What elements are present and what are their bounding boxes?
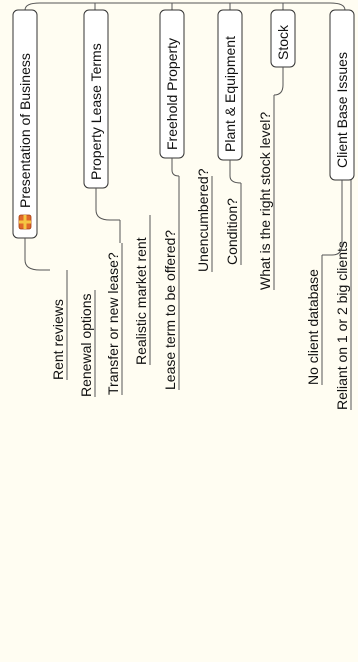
- branch-5-child-connector: [273, 67, 284, 96]
- leaf-label: Unencumbered?: [195, 168, 211, 272]
- leaf-label: Reliant on 1 or 2 big clients: [334, 241, 350, 410]
- leaf-label: Realistic market rent: [133, 237, 149, 365]
- branch-6-child-connector: [322, 180, 343, 256]
- leaf-label: Transfer or new lease?: [105, 252, 121, 395]
- topic-label-property-lease-terms: Property Lease Terms: [88, 43, 104, 180]
- leaf-realistic-market-rent[interactable]: Realistic market rent: [133, 215, 151, 365]
- topic-label-freehold-property: Freehold Property: [164, 38, 180, 150]
- leaf-label: What is the right stock level?: [257, 112, 273, 290]
- branch-freehold-property[interactable]: Freehold Property: [159, 9, 185, 177]
- leaf-label: Lease term to be offered?: [162, 230, 178, 390]
- leaf-label: No client database: [305, 269, 321, 385]
- branch-1-child-connector: [24, 238, 50, 271]
- leaf-condition[interactable]: Condition?: [224, 183, 242, 265]
- gift-box-icon: [18, 214, 32, 230]
- topic-label-presentation: Presentation of Business: [17, 53, 33, 208]
- leaf-label: Rent reviews: [50, 299, 66, 380]
- leaf-label: Renewal options: [78, 293, 94, 397]
- topic-label-client-base-issues: Client Base Issues: [334, 52, 350, 168]
- leaf-unencumbered[interactable]: Unencumbered?: [195, 168, 213, 272]
- leaf-no-client-database[interactable]: No client database: [305, 255, 323, 385]
- branch-2-child-connector: [95, 188, 121, 243]
- topic-label-stock: Stock: [275, 24, 291, 60]
- leaf-right-stock-level[interactable]: What is the right stock level?: [257, 95, 275, 290]
- spine-connector: [24, 2, 346, 11]
- branch-4-child-connector: [229, 160, 242, 184]
- branch-presentation-of-business[interactable]: Presentation of Business: [12, 9, 50, 271]
- leaf-reliant-on-big-clients[interactable]: Reliant on 1 or 2 big clients: [334, 180, 352, 410]
- leaf-rent-reviews[interactable]: Rent reviews: [50, 270, 68, 380]
- branch-client-base-issues[interactable]: Client Base Issues: [322, 9, 355, 256]
- branch-3-child-connector: [171, 158, 180, 177]
- branch-property-lease-terms[interactable]: Property Lease Terms: [83, 9, 121, 243]
- leaf-renewal-options[interactable]: Renewal options: [78, 290, 96, 397]
- leaf-label: Condition?: [224, 198, 240, 265]
- leaf-lease-term-to-be-offered[interactable]: Lease term to be offered?: [162, 176, 180, 390]
- topic-label-plant-and-equipment: Plant & Equipment: [222, 36, 238, 152]
- leaf-transfer-or-new-lease[interactable]: Transfer or new lease?: [105, 243, 123, 395]
- branch-stock[interactable]: Stock: [270, 9, 296, 96]
- branch-plant-and-equipment[interactable]: Plant & Equipment: [217, 9, 243, 184]
